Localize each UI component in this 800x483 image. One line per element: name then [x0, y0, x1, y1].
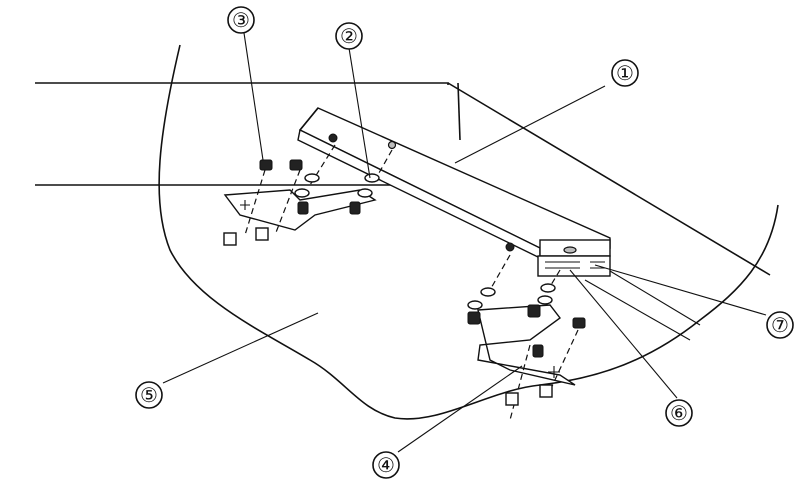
callout-1: ①	[611, 59, 639, 87]
leader-lines	[162, 32, 767, 453]
callout-3: ③	[227, 6, 255, 34]
callout-5: ⑤	[135, 381, 163, 409]
callout-2: ②	[335, 22, 363, 50]
callout-6-label: ⑥	[670, 401, 688, 425]
callout-4: ④	[372, 451, 400, 479]
callout-4-label: ④	[377, 453, 395, 477]
callout-3-label: ③	[232, 8, 250, 32]
right-bracket-assembly	[467, 254, 586, 421]
table-surface	[35, 44, 779, 420]
callout-7: ⑦	[766, 311, 794, 339]
left-bracket-assembly	[223, 144, 393, 246]
callout-5-label: ⑤	[140, 383, 158, 407]
callout-6: ⑥	[665, 399, 693, 427]
end-connector	[537, 239, 611, 277]
callout-2-label: ②	[340, 24, 358, 48]
callout-1-label: ①	[616, 61, 634, 85]
mounting-rail	[297, 107, 611, 260]
callout-7-label: ⑦	[771, 313, 789, 337]
